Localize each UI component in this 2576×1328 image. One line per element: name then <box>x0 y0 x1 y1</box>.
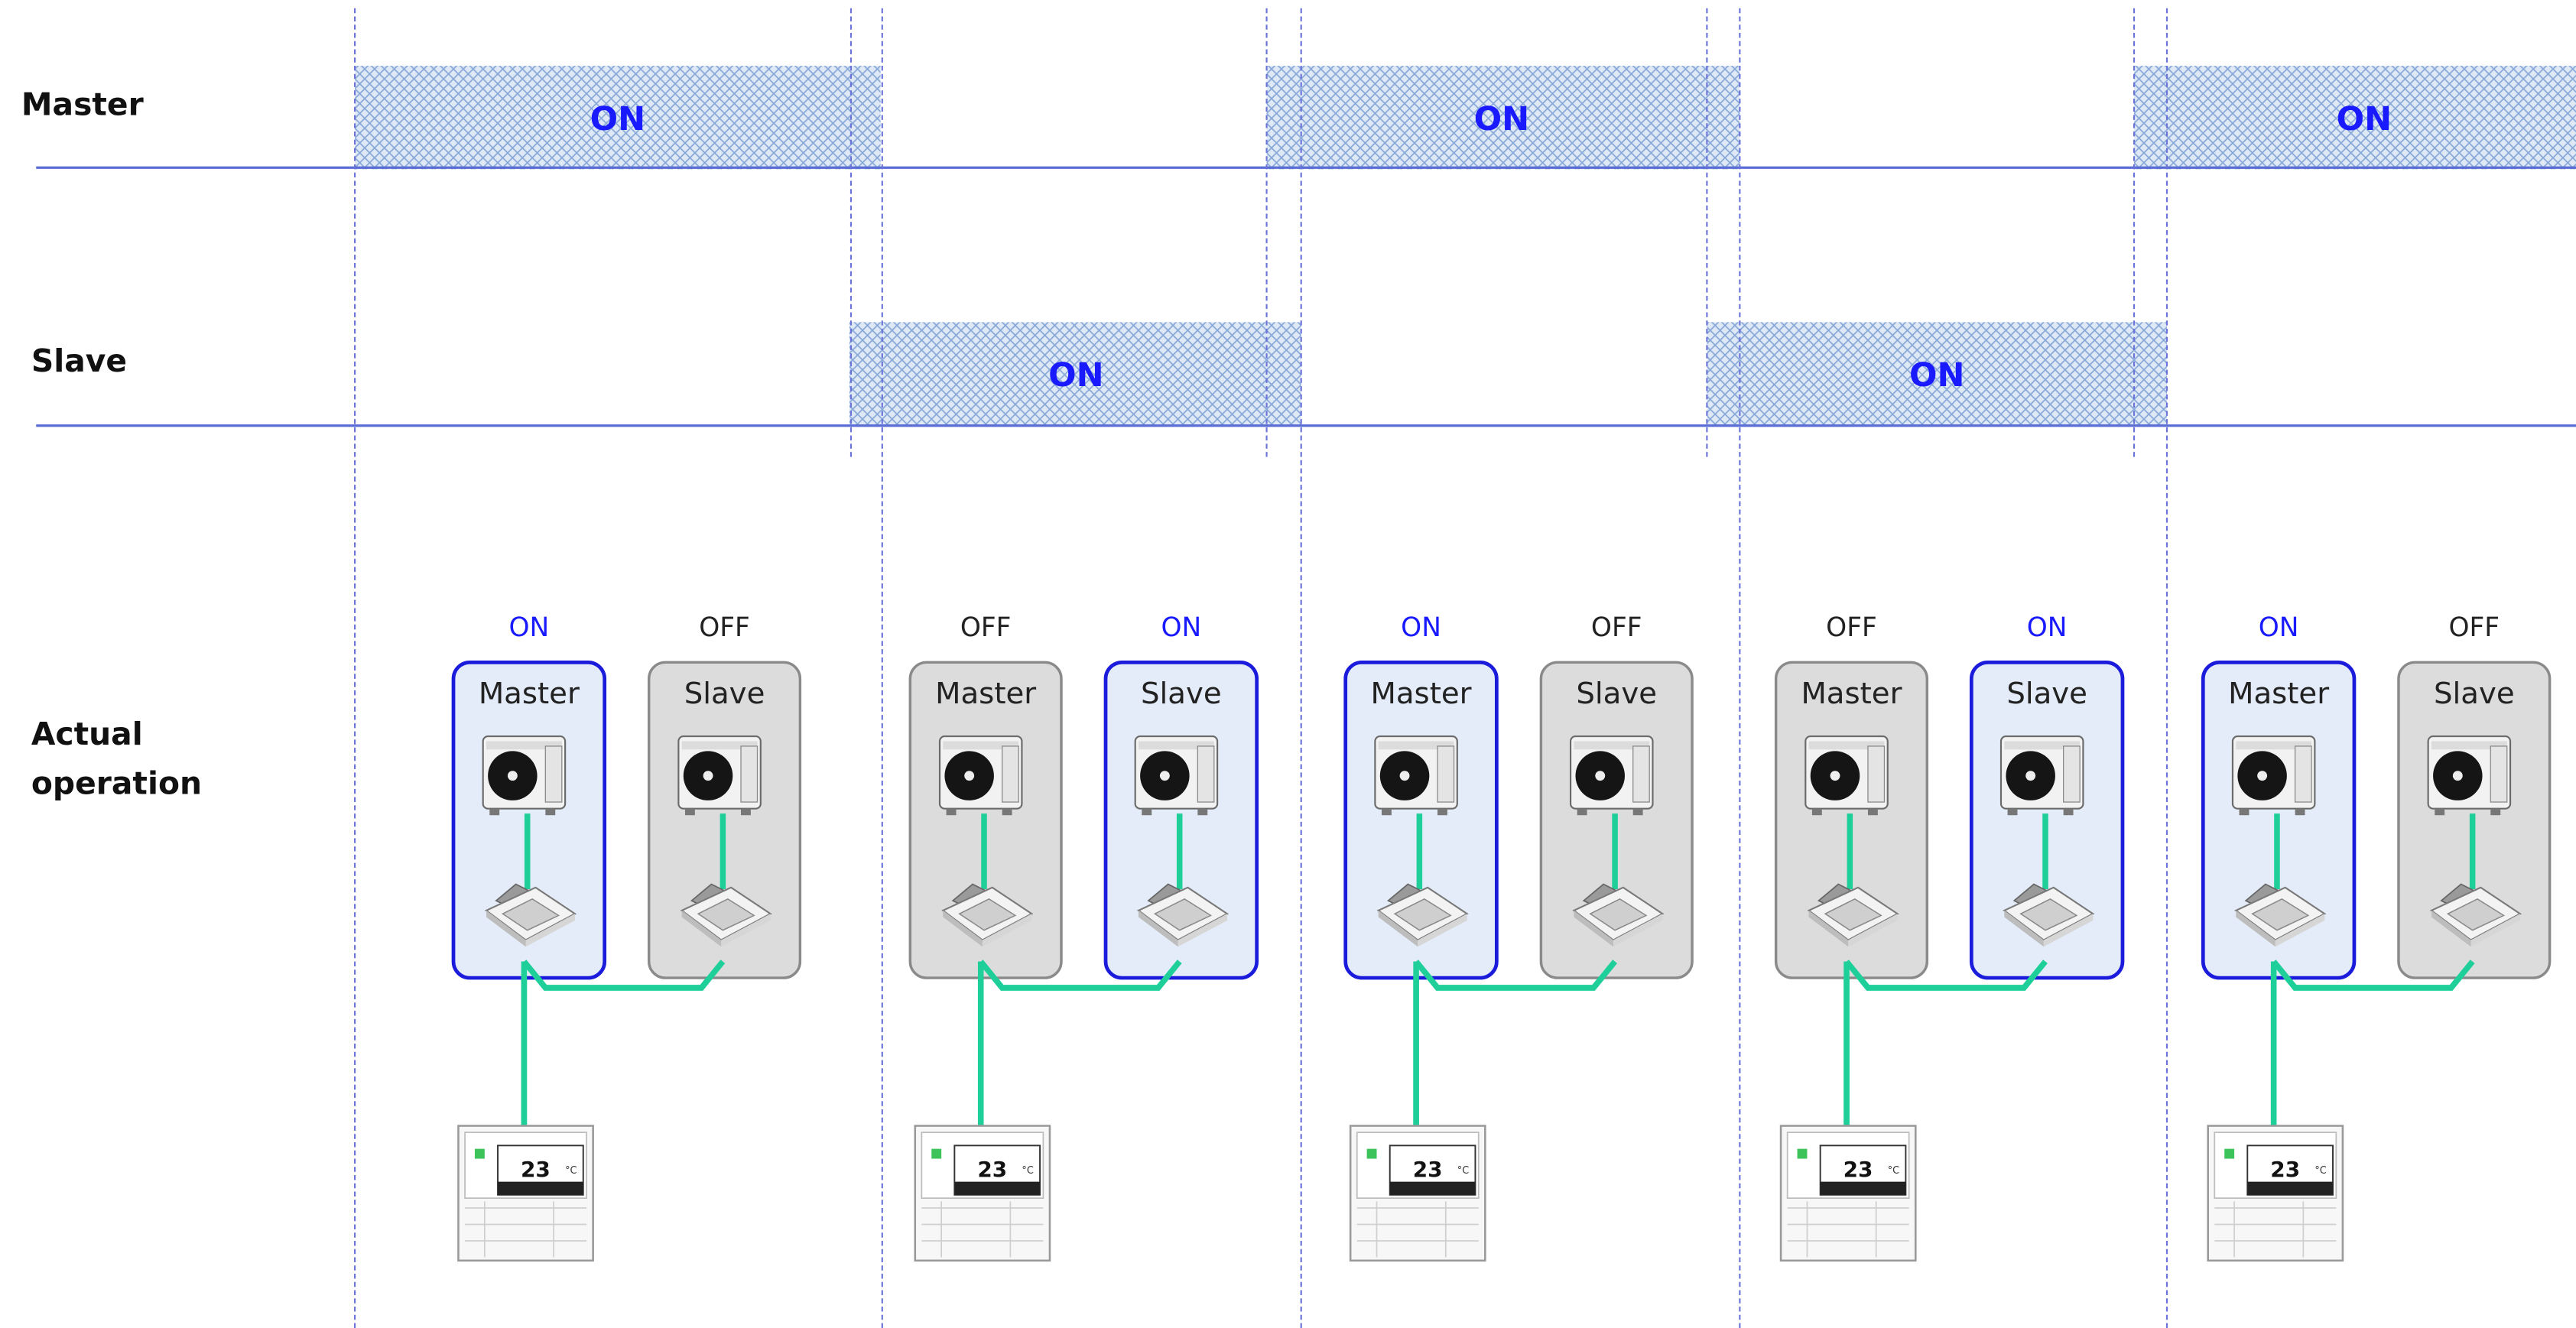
remote-controller-icon: 23 °C <box>1779 1125 1917 1262</box>
connection-line <box>2270 959 2475 1128</box>
slave-state-label: OFF <box>699 612 750 643</box>
master-box-label: Master <box>935 677 1036 711</box>
unit-pair-group: Master ON Slave OFF 23 °C <box>451 612 802 1262</box>
actual-operation-units: Master ON Slave OFF 23 °C Master OFF Slave ON 23 °C… <box>451 612 2552 1262</box>
indoor-cassette-icon <box>484 883 577 947</box>
slave-unit-box: Slave ON <box>1969 612 2125 980</box>
indoor-cassette-icon <box>680 883 772 947</box>
indoor-cassette-icon <box>2429 883 2522 947</box>
outdoor-unit-icon <box>1134 735 1219 816</box>
slave-box-label: Slave <box>1141 677 1222 711</box>
remote-display-value: 23 <box>521 1157 551 1182</box>
switch-markers <box>849 8 2136 460</box>
master-state-label: ON <box>2259 612 2299 643</box>
remote-display-unit: °C <box>2315 1165 2326 1177</box>
remote-controller-icon: 23 °C <box>457 1125 594 1262</box>
outdoor-unit-icon <box>1804 735 1889 816</box>
unit-pair-group: Master ON Slave OFF 23 °C <box>1343 612 1694 1262</box>
master-box-label: Master <box>1371 677 1472 711</box>
outdoor-unit-icon <box>677 735 762 816</box>
master-unit-box: Master ON <box>1343 612 1499 980</box>
remote-controller-icon: 23 °C <box>2207 1125 2344 1262</box>
slave-unit-box: Slave ON <box>1103 612 1259 980</box>
row-label-master: Master <box>21 86 145 122</box>
master-box-label: Master <box>1801 677 1902 711</box>
slave-on-text: ON <box>1909 356 1964 395</box>
master-timeline: ON ON ON <box>355 65 2576 170</box>
master-on-text: ON <box>2337 100 2392 138</box>
remote-display-unit: °C <box>565 1165 577 1177</box>
outdoor-unit-icon <box>1999 735 2084 816</box>
master-unit-box: Master OFF <box>908 612 1063 979</box>
remote-display-unit: °C <box>1888 1165 1899 1177</box>
indoor-cassette-icon <box>2234 883 2327 947</box>
master-on-text: ON <box>590 100 645 138</box>
period-dividers <box>354 8 2168 1328</box>
connection-line <box>1843 959 2048 1128</box>
slave-on-text: ON <box>1048 356 1103 395</box>
master-state-label: OFF <box>960 612 1012 643</box>
indoor-cassette-icon <box>941 883 1034 947</box>
outdoor-unit-icon <box>482 735 567 816</box>
remote-display-unit: °C <box>1022 1165 1033 1177</box>
outdoor-unit-icon <box>1374 735 1458 816</box>
indoor-cassette-icon <box>1136 883 1230 947</box>
master-on-bar <box>355 65 881 170</box>
master-on-bar <box>1266 65 1740 170</box>
unit-pair-group: Master OFF Slave ON 23 °C <box>1774 612 2125 1262</box>
slave-state-label: ON <box>1161 612 1201 643</box>
master-box-label: Master <box>2228 677 2329 711</box>
row-label-operation: operation <box>31 765 202 801</box>
master-state-label: OFF <box>1826 612 1877 643</box>
master-unit-box: Master ON <box>451 612 607 980</box>
slave-unit-box: Slave OFF <box>1539 612 1694 979</box>
connection-line <box>977 959 1182 1128</box>
remote-display-value: 23 <box>2270 1157 2300 1182</box>
row-label-actual: Actual <box>31 716 143 752</box>
master-box-label: Master <box>479 677 580 711</box>
master-unit-box: Master OFF <box>1774 612 1929 979</box>
slave-state-label: OFF <box>1591 612 1642 643</box>
indoor-cassette-icon <box>1572 883 1665 947</box>
slave-box-label: Slave <box>1576 677 1657 711</box>
connection-line <box>1413 959 1617 1128</box>
indoor-cassette-icon <box>1807 883 1899 947</box>
remote-display-value: 23 <box>1843 1157 1873 1182</box>
outdoor-unit-icon <box>1569 735 1654 816</box>
outdoor-unit-icon <box>938 735 1023 816</box>
indoor-cassette-icon <box>1376 883 1469 947</box>
remote-controller-icon: 23 °C <box>914 1125 1051 1262</box>
slave-unit-box: Slave OFF <box>647 612 802 979</box>
row-label-slave: Slave <box>31 343 127 379</box>
remote-display-value: 23 <box>977 1157 1007 1182</box>
slave-on-bar <box>849 322 1301 426</box>
master-on-bar <box>2134 65 2576 170</box>
master-unit-box: Master ON <box>2201 612 2357 980</box>
connection-line <box>521 959 726 1128</box>
master-on-text: ON <box>1474 100 1529 138</box>
slave-box-label: Slave <box>684 677 765 711</box>
outdoor-unit-icon <box>2427 735 2512 816</box>
slave-on-bar <box>1707 322 2168 426</box>
remote-display-value: 23 <box>1413 1157 1443 1182</box>
slave-box-label: Slave <box>2434 677 2515 711</box>
slave-state-label: ON <box>2027 612 2068 643</box>
outdoor-unit-icon <box>2231 735 2316 816</box>
slave-timeline: ON ON <box>849 322 2168 426</box>
master-state-label: ON <box>1401 612 1441 643</box>
unit-pair-group: Master OFF Slave ON 23 °C <box>908 612 1259 1262</box>
unit-pair-group: Master ON Slave OFF 23 °C <box>2201 612 2552 1262</box>
master-state-label: ON <box>508 612 549 643</box>
slave-state-label: OFF <box>2448 612 2500 643</box>
remote-display-unit: °C <box>1457 1165 1469 1177</box>
indoor-cassette-icon <box>2003 883 2095 947</box>
slave-box-label: Slave <box>2006 677 2087 711</box>
remote-controller-icon: 23 °C <box>1349 1125 1486 1262</box>
slave-unit-box: Slave OFF <box>2397 612 2552 979</box>
